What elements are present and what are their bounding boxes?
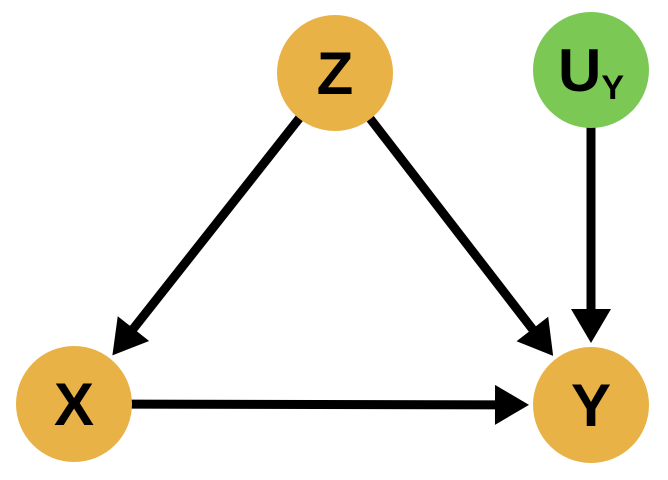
arrowhead-UY-to-Y [571, 309, 611, 343]
arrowhead-Z-to-X [112, 316, 150, 356]
node-label-Y: Y [571, 372, 611, 439]
node-label-subscript-UY: Y [601, 69, 624, 107]
arrowhead-X-to-Y [494, 384, 530, 425]
edge-X-to-Y [73, 399, 504, 410]
node-circle-X [16, 346, 132, 462]
arrowhead-Z-to-Y [516, 316, 554, 356]
node-circle-Y [533, 347, 649, 463]
node-circle-UY [533, 12, 649, 128]
node-label-X: X [54, 371, 94, 438]
node-circle-Z [277, 15, 393, 131]
node-label-Z: Z [317, 40, 354, 107]
